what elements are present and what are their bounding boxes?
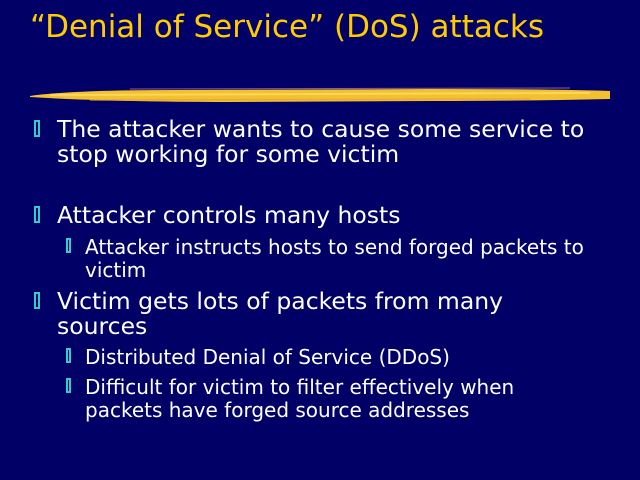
bullet-icon (66, 378, 71, 393)
brush-stroke-divider (30, 87, 610, 102)
bullet-item: Attacker controls many hosts (34, 203, 594, 228)
bullet-icon (34, 120, 40, 137)
bullet-item: The attacker wants to cause some service… (34, 117, 594, 167)
bullet-icon (34, 206, 40, 223)
bullet-item: Victim gets lots of packets from many so… (34, 289, 594, 339)
sub-bullet-item: Difficult for victim to filter effective… (66, 376, 586, 422)
bullet-icon (66, 348, 71, 363)
bullet-icon (66, 238, 71, 253)
bullet-icon (34, 292, 40, 309)
slide-title: “Denial of Service” (DoS) attacks (30, 9, 544, 45)
sub-bullet-item: Attacker instructs hosts to send forged … (66, 236, 586, 282)
sub-bullet-item: Distributed Denial of Service (DDoS) (66, 346, 586, 369)
